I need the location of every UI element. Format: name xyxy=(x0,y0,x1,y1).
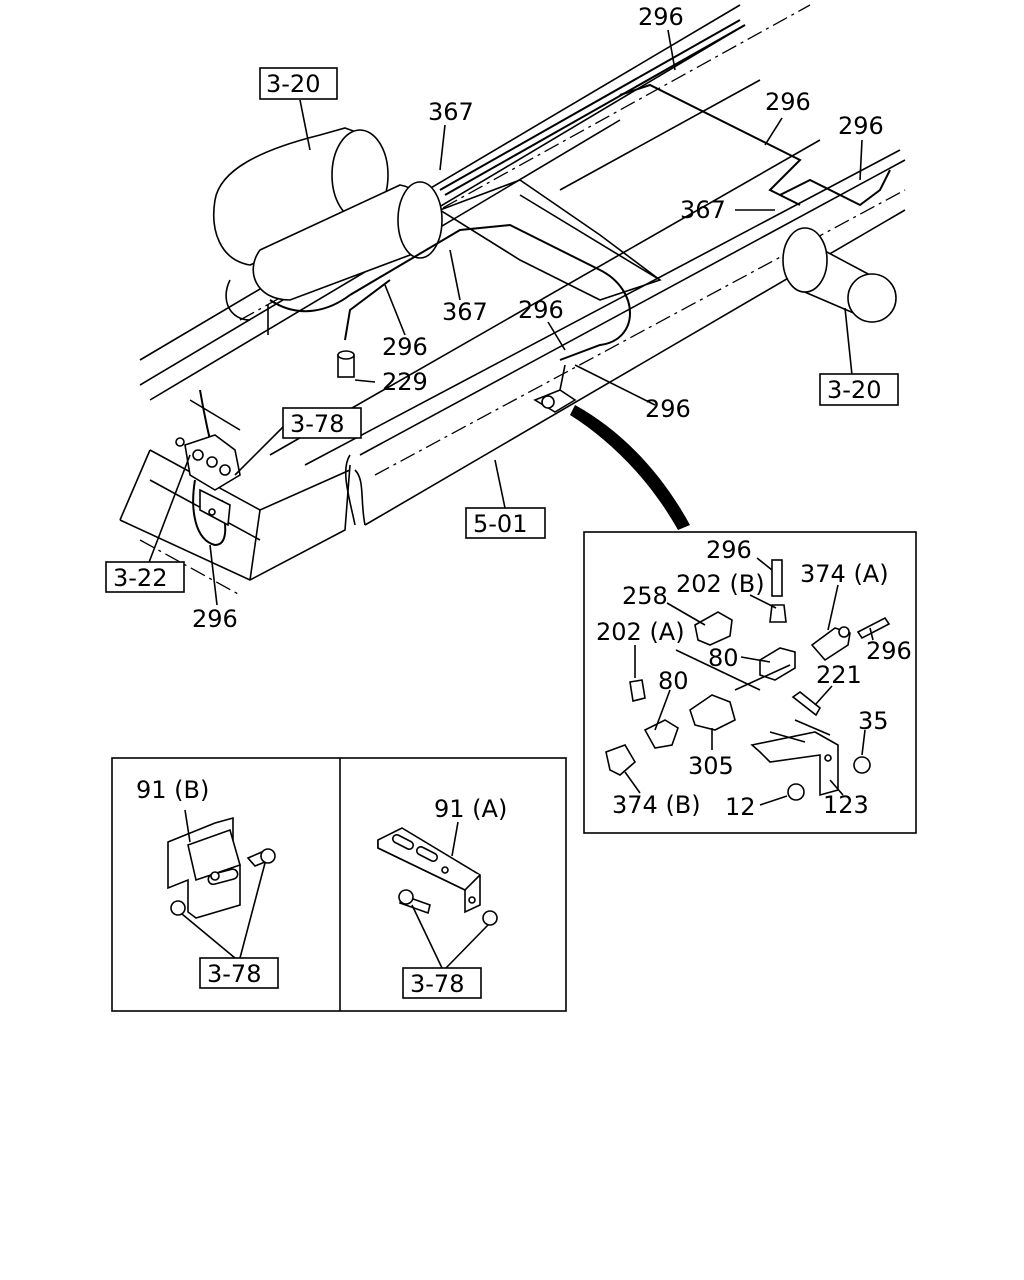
ref-3-20-a: 3-20 xyxy=(266,70,320,98)
label-229: 229 xyxy=(382,368,428,396)
ref-box-3-20-a xyxy=(259,67,338,100)
ref-box-3-22 xyxy=(105,561,185,593)
tee-305 xyxy=(689,694,736,731)
detail-label-12: 12 xyxy=(725,793,756,821)
bracket-123 xyxy=(750,731,839,797)
elbow-258 xyxy=(694,611,733,646)
label-296-d: 296 xyxy=(382,333,428,361)
bracket-91a xyxy=(377,821,498,969)
bolt-221 xyxy=(791,690,822,717)
label-296-top: 296 xyxy=(638,3,684,31)
ref-box-3-20-b xyxy=(819,373,899,406)
detail-label-296-b: 296 xyxy=(866,637,912,665)
tube-296-short xyxy=(771,559,783,597)
label-91a: 91 (A) xyxy=(434,795,507,823)
label-296-e: 296 xyxy=(645,395,691,423)
nut-12 xyxy=(787,783,805,801)
tee-80-upper xyxy=(759,647,796,681)
ref-box-3-78-inset-right xyxy=(402,967,482,999)
detail-label-202a: 202 (A) xyxy=(596,618,685,646)
label-367-b: 367 xyxy=(680,196,726,224)
label-296-f: 296 xyxy=(192,605,238,633)
label-367-c: 367 xyxy=(442,298,488,326)
valve-assembly xyxy=(175,434,241,527)
detail-panel xyxy=(583,531,917,834)
fitting-202a xyxy=(629,679,646,702)
left-tank xyxy=(213,127,443,335)
label-296-a: 296 xyxy=(765,88,811,116)
detail-label-374b: 374 (B) xyxy=(612,791,701,819)
detail-label-221: 221 xyxy=(816,661,862,689)
detail-label-296-a: 296 xyxy=(706,536,752,564)
ref-3-22: 3-22 xyxy=(113,564,167,592)
air-lines xyxy=(192,19,891,547)
fitting-202b xyxy=(769,604,787,623)
detail-label-80-b: 80 xyxy=(658,667,689,695)
ref-3-20-b: 3-20 xyxy=(827,376,881,404)
detail-label-258: 258 xyxy=(622,582,668,610)
leader-lines xyxy=(147,29,863,606)
nut-35 xyxy=(853,756,871,774)
ref-box-3-78 xyxy=(282,407,362,439)
detail-label-202b: 202 (B) xyxy=(676,570,765,598)
label-91b: 91 (B) xyxy=(136,776,209,804)
tube-296-long xyxy=(856,616,891,640)
ref-3-78-inset-right: 3-78 xyxy=(410,970,464,998)
detail-label-374a: 374 (A) xyxy=(800,560,889,588)
tee-80-lower xyxy=(643,719,679,749)
label-367-a: 367 xyxy=(428,98,474,126)
tee-fitting xyxy=(533,364,577,413)
detail-label-123: 123 xyxy=(823,791,869,819)
detail-label-305: 305 xyxy=(688,752,734,780)
ref-3-78-inset-left: 3-78 xyxy=(207,960,261,988)
ref-3-78: 3-78 xyxy=(290,410,344,438)
ref-5-01: 5-01 xyxy=(473,510,527,538)
label-296-c: 296 xyxy=(518,296,564,324)
detail-label-35: 35 xyxy=(858,707,889,735)
label-296-b: 296 xyxy=(838,112,884,140)
ref-box-5-01 xyxy=(465,507,546,539)
ref-box-3-78-inset-left xyxy=(199,957,279,989)
right-tank xyxy=(782,227,897,323)
detail-callout-arrow xyxy=(570,405,690,530)
bracket-91b xyxy=(167,809,276,959)
fitting-374b xyxy=(605,744,637,776)
detail-label-80-a: 80 xyxy=(708,644,739,672)
